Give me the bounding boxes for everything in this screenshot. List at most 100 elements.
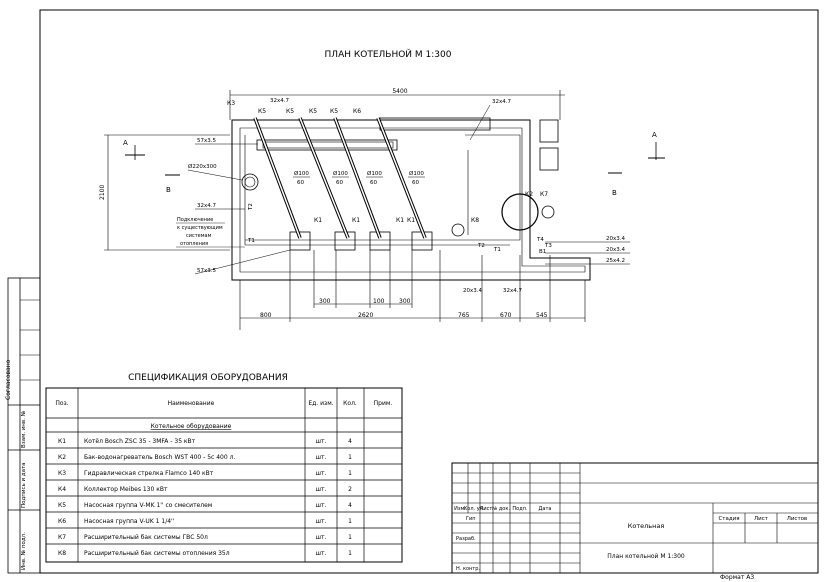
spec-cell-unit: шт. (316, 454, 327, 461)
spec-section: Котельное оборудование (151, 423, 232, 430)
tag-k8: К8 (471, 217, 479, 224)
flue-size-1-den: 60 (297, 180, 304, 186)
connection-note-4: отопления (180, 241, 208, 247)
pipe-label-9: 20х3.4 (606, 247, 626, 253)
tb-format: Формат А3 (720, 574, 754, 581)
dim-inner-3: 300 (399, 298, 411, 305)
tb-sheets: Листов (787, 516, 808, 522)
tag-t2a: Т2 (248, 203, 254, 211)
dim-bottom-2: 2620 (358, 312, 373, 319)
spec-cell-unit: шт. (316, 486, 327, 493)
tag-k1d: К1 (407, 217, 415, 224)
tag-t3: Т3 (544, 243, 552, 249)
tag-k1c: К1 (396, 217, 404, 224)
tb-col-list: Лист (480, 506, 493, 512)
side-stamp: Согласовано Взам. инв. № Подпись и дата … (5, 277, 41, 574)
connection-note-3: системам (186, 233, 212, 239)
spec-header-unit: Ед. изм. (308, 400, 333, 407)
dim-left: 2100 (99, 185, 106, 200)
spec-cell-qty: 1 (348, 454, 352, 461)
spec-cell-qty: 1 (348, 534, 352, 541)
spec-cell-unit: шт. (316, 518, 327, 525)
spec-cell-qty: 4 (348, 438, 352, 445)
tb-role-gip: Гип (466, 516, 476, 522)
spec-title: СПЕЦИФИКАЦИЯ ОБОРУДОВАНИЯ (128, 373, 288, 383)
tb-object: Котельная (628, 522, 665, 530)
water-heater-k2 (501, 193, 539, 231)
tag-t1b: Т1 (493, 247, 501, 253)
tag-k5c: К5 (309, 108, 317, 115)
spec-cell-pos: К3 (58, 470, 66, 477)
connection-note: Подключение к существующим системам отоп… (176, 217, 245, 248)
tag-k6: К6 (353, 108, 361, 115)
spec-cell-name: Насосная группа V-UK 1 1/4'' (84, 518, 175, 525)
spec-cell-pos: К1 (58, 438, 66, 445)
side-stamp-agreed: Согласовано (5, 359, 12, 400)
spec-cell-pos: К4 (58, 486, 66, 493)
tag-b1: В1 (539, 249, 546, 255)
side-stamp-signature: Подпись и дата (21, 462, 27, 508)
spec-cell-name: Котёл Bosch ZSC 35 - 3MFA - 35 кВт (84, 438, 196, 445)
side-stamp-inv: Инв. № подл. (21, 532, 27, 570)
tag-k1b: К1 (352, 217, 360, 224)
spec-cell-qty: 4 (348, 502, 352, 509)
tb-col-izm: Изм. (454, 506, 466, 512)
pipe-label-5: 32х4.7 (197, 203, 217, 209)
spec-header-name: Наименование (168, 400, 215, 407)
tank-k8 (451, 223, 465, 237)
spec-cell-unit: шт. (316, 534, 327, 541)
dim-bottom-4: 670 (500, 312, 512, 319)
tag-k5d: К5 (330, 108, 338, 115)
tag-k1a: К1 (314, 217, 322, 224)
tb-col-doc: № док. (492, 506, 510, 512)
section-a-left: А (123, 139, 128, 147)
boiler-room-plan: ПЛАН КОТЕЛЬНОЙ М 1:300 5400 2100 А В А В (99, 48, 665, 330)
dim-bottom-3: 765 (458, 312, 470, 319)
tb-col-sign: Подп. (512, 506, 528, 512)
spec-cell-qty: 1 (348, 518, 352, 525)
spec-cell-pos: К5 (58, 502, 66, 509)
dim-inner-2: 100 (373, 298, 385, 305)
boiler-k1-1 (289, 231, 311, 251)
tb-col-date: Дата (539, 506, 552, 512)
spec-cell-name: Расширительный бак системы ГВС 50л (84, 534, 208, 541)
spec-cell-unit: шт. (316, 438, 327, 445)
pipe-label-1: 32х4.7 (270, 98, 290, 104)
spec-header-qty: Кол. (343, 400, 357, 407)
dim-inner-1: 300 (319, 298, 331, 305)
tag-t2b: Т2 (477, 243, 485, 249)
tag-t4: Т4 (536, 237, 544, 243)
tb-role-control: Н. контр. (456, 566, 480, 572)
spec-cell-qty: 2 (348, 486, 352, 493)
spec-cell-name: Насосная группа V-MK 1'' со смесителем (84, 502, 212, 509)
tb-col-kol: Кол. уч. (464, 506, 485, 512)
spec-cell-unit: шт. (316, 502, 327, 509)
boiler-k1-3 (369, 231, 391, 251)
tag-k5a: К5 (258, 108, 266, 115)
flue-size-3-den: 60 (370, 180, 377, 186)
equipment-spec: СПЕЦИФИКАЦИЯ ОБОРУДОВАНИЯ Поз. Наименова… (45, 373, 403, 563)
side-stamp-replace: Взам. инв. № (21, 410, 27, 448)
spec-cell-pos: К2 (58, 454, 66, 461)
flue-circle (241, 173, 259, 191)
flue-size-4-den: 60 (412, 180, 419, 186)
spec-cell-unit: шт. (316, 470, 327, 477)
spec-cell-pos: К8 (58, 550, 66, 557)
spec-cell-qty: 1 (348, 470, 352, 477)
pipe-label-10: 25х4.2 (606, 258, 625, 264)
spec-cell-unit: шт. (316, 550, 327, 557)
spec-header-pos: Поз. (55, 400, 68, 407)
pipe-label-8: 20х3.4 (606, 236, 626, 242)
flue-size-2-den: 60 (336, 180, 343, 186)
tag-k2: К2 (525, 191, 533, 198)
dim-bottom-5: 545 (536, 312, 548, 319)
tb-stage: Стадия (718, 516, 739, 522)
plan-title: ПЛАН КОТЕЛЬНОЙ М 1:300 (325, 48, 452, 60)
section-b-left: В (166, 186, 171, 194)
flue-size-4-num: Ø100 (409, 170, 424, 177)
spec-cell-name: Гидравлическая стрелка Flamco 140 кВт (84, 470, 214, 477)
pipe-label-6: 20х3.4 (463, 288, 483, 294)
tank-k7 (541, 205, 555, 219)
spec-cell-pos: К6 (58, 518, 66, 525)
